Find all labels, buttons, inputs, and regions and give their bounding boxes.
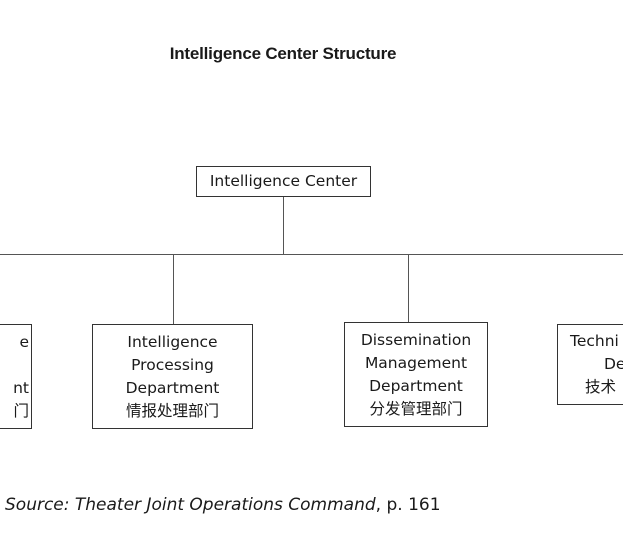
- node-label-line: Techni: [570, 332, 619, 350]
- node-label-line: e: [19, 332, 29, 351]
- connector-processing: [173, 254, 174, 324]
- node-department-partial-right: Techni Dep 技术: [557, 324, 623, 405]
- node-intelligence-processing-department: Intelligence Processing Department 情报处理部…: [92, 324, 253, 429]
- node-label-line: Dissemination: [360, 330, 472, 349]
- connector-dissemination: [408, 254, 409, 322]
- connector-root: [283, 197, 284, 254]
- node-label-line: Management: [364, 353, 468, 372]
- node-label-line: Processing: [131, 355, 214, 374]
- connector-horizontal: [0, 254, 623, 255]
- node-intelligence-center: Intelligence Center: [196, 166, 371, 197]
- node-label-line: 分发管理部门: [369, 399, 463, 418]
- node-department-partial-left: e nt 门: [0, 324, 32, 429]
- source-page: , p. 161: [375, 495, 441, 515]
- source-title: Source: Theater Joint Operations Command: [5, 495, 376, 515]
- node-label-line: Intelligence: [127, 332, 218, 351]
- node-dissemination-management-department: Dissemination Management Department 分发管理…: [344, 322, 488, 427]
- node-label-line: Department: [369, 376, 463, 395]
- node-label-line: Dep: [604, 355, 623, 373]
- node-label: Intelligence Center: [209, 172, 358, 190]
- node-label-line: Department: [125, 378, 220, 397]
- node-label-line: 门: [13, 401, 29, 420]
- node-label-line: 情报处理部门: [125, 401, 219, 420]
- source-note: Source: Theater Joint Operations Command…: [5, 495, 441, 515]
- chart-title: Intelligence Center Structure: [169, 44, 397, 63]
- node-label-line: 技术: [585, 378, 617, 396]
- node-label-line: nt: [13, 378, 29, 397]
